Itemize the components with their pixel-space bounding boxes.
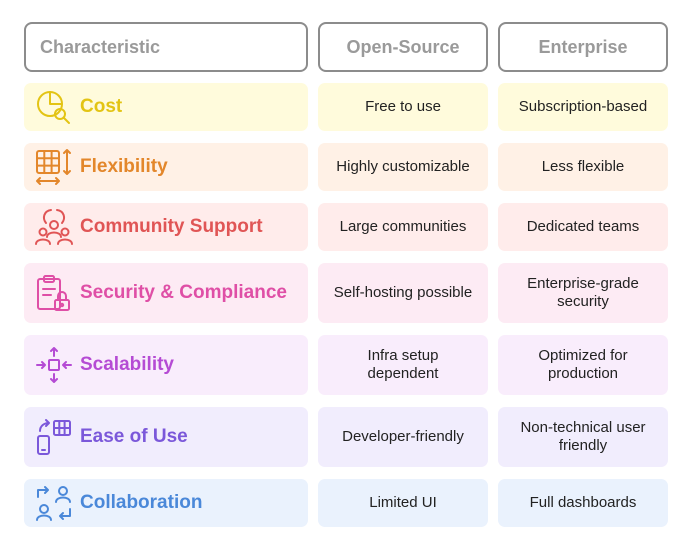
row-community-support-enterprise: Dedicated teams <box>498 203 668 251</box>
row-label: Security & Compliance <box>80 282 287 303</box>
row-collaboration-characteristic: Collaboration <box>24 479 308 527</box>
cell-text: Optimized for production <box>538 347 628 382</box>
cell-text: Free to use <box>365 98 441 115</box>
cell-text: Limited UI <box>369 494 437 511</box>
cell-text: Developer-friendly <box>342 428 464 445</box>
row-cost-enterprise: Subscription-based <box>498 83 668 131</box>
row-ease-of-use-characteristic: Ease of Use <box>24 407 308 467</box>
row-community-support-characteristic: Community Support <box>24 203 308 251</box>
cell-text: Self-hosting possible <box>333 284 473 301</box>
header-characteristic: Characteristic <box>24 22 308 72</box>
header-enterprise: Enterprise <box>498 22 668 72</box>
row-collaboration-open-source: Limited UI <box>318 479 488 527</box>
row-security-compliance-open-source: Self-hosting possible <box>318 263 488 323</box>
community-icon <box>35 209 73 245</box>
clipboard-lock-icon <box>37 275 70 311</box>
cell-text: Non-technical user friendly <box>520 419 646 454</box>
row-scalability-enterprise: Optimized for production <box>498 335 668 395</box>
cell-text: Infra setup dependent <box>367 347 439 382</box>
devices-icon <box>37 419 71 455</box>
row-flexibility-characteristic: Flexibility <box>24 143 308 191</box>
cell-text: Subscription-based <box>518 98 648 115</box>
user-swap-icon <box>36 486 71 521</box>
row-flexibility-enterprise: Less flexible <box>498 143 668 191</box>
row-scalability-characteristic: Scalability <box>24 335 308 395</box>
row-label: Flexibility <box>80 156 168 177</box>
row-cost-open-source: Free to use <box>318 83 488 131</box>
row-label: Ease of Use <box>80 426 188 447</box>
pie-chart-search-icon <box>37 91 70 124</box>
header-open-source-label: Open-Source <box>346 37 460 57</box>
row-label: Collaboration <box>80 492 203 513</box>
scale-arrows-icon <box>36 347 72 383</box>
cell-text: Dedicated teams <box>526 218 640 235</box>
cell-text: Enterprise-grade security <box>527 275 639 310</box>
header-enterprise-label: Enterprise <box>538 37 628 57</box>
row-security-compliance-characteristic: Security & Compliance <box>24 263 308 323</box>
row-ease-of-use-enterprise: Non-technical user friendly <box>498 407 668 467</box>
row-collaboration-enterprise: Full dashboards <box>498 479 668 527</box>
row-scalability-open-source: Infra setup dependent <box>318 335 488 395</box>
row-community-support-open-source: Large communities <box>318 203 488 251</box>
cell-text: Full dashboards <box>529 494 637 511</box>
row-flexibility-open-source: Highly customizable <box>318 143 488 191</box>
row-cost-characteristic: Cost <box>24 83 308 131</box>
row-label: Cost <box>80 96 123 117</box>
header-characteristic-label: Characteristic <box>40 37 161 57</box>
cell-text: Large communities <box>339 218 467 235</box>
cell-text: Less flexible <box>541 158 625 175</box>
header-open-source: Open-Source <box>318 22 488 72</box>
row-label: Scalability <box>80 354 174 375</box>
grid-resize-icon <box>36 149 71 185</box>
row-ease-of-use-open-source: Developer-friendly <box>318 407 488 467</box>
cell-text: Highly customizable <box>336 158 470 175</box>
row-label: Community Support <box>80 216 263 237</box>
row-security-compliance-enterprise: Enterprise-grade security <box>498 263 668 323</box>
